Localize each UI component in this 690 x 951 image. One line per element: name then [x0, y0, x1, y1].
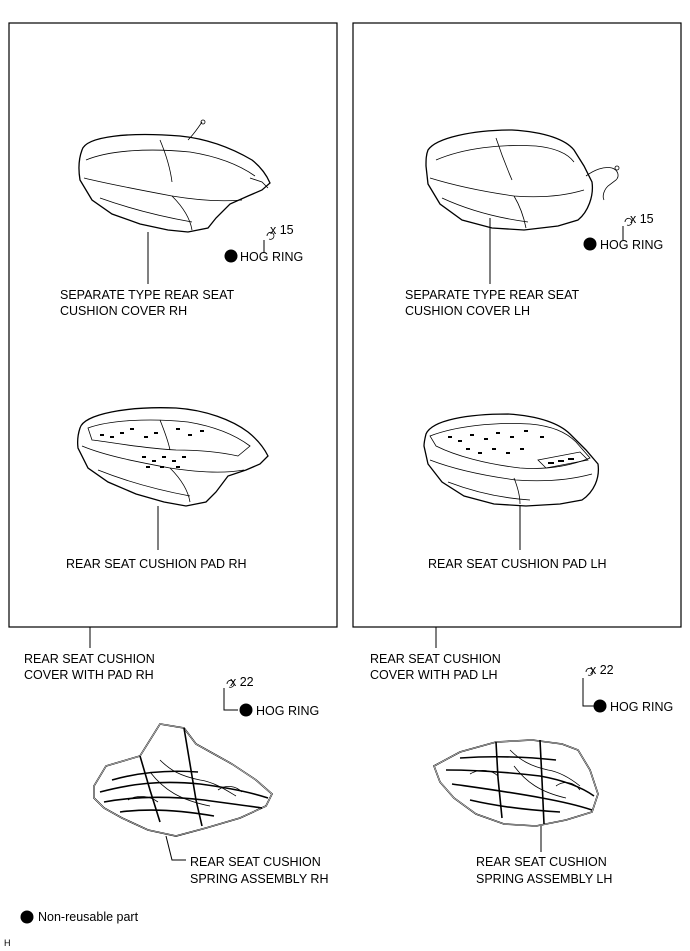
- hog-ring-lower-rh: x 22 HOG RING: [223, 675, 319, 718]
- label-cover-rh-line2: CUSHION COVER RH: [60, 304, 187, 318]
- seat-cushion-pad-lh-illustration: [423, 413, 600, 507]
- label-cover-rh-line1: SEPARATE TYPE REAR SEAT: [60, 288, 234, 302]
- hog-ring-qty-upper-lh: x 15: [630, 212, 654, 226]
- hog-ring-lower-lh: x 22 HOG RING: [582, 663, 673, 714]
- hog-ring-icon: [266, 231, 275, 240]
- spring-assembly-lh-illustration: [433, 739, 599, 827]
- non-reusable-marker-icon: [239, 703, 253, 717]
- hog-ring-qty-lower-rh: x 22: [230, 675, 254, 689]
- label-cover-pad-rh-line1: REAR SEAT CUSHION: [24, 652, 155, 666]
- label-cover-pad-rh-line2: COVER WITH PAD RH: [24, 668, 154, 682]
- label-spring-rh-line2: SPRING ASSEMBLY RH: [190, 872, 328, 886]
- label-cover-pad-lh-line2: COVER WITH PAD LH: [370, 668, 498, 682]
- hog-ring-upper-lh: x 15 HOG RING: [583, 212, 663, 252]
- label-spring-rh-line1: REAR SEAT CUSHION: [190, 855, 321, 869]
- hog-ring-icon: [624, 217, 633, 226]
- label-pad-lh: REAR SEAT CUSHION PAD LH: [428, 557, 607, 571]
- hog-ring-label-lower-lh: HOG RING: [610, 700, 673, 714]
- non-reusable-marker-icon: [224, 249, 238, 263]
- spring-assembly-rh-illustration: [93, 723, 273, 837]
- label-cover-pad-lh-line1: REAR SEAT CUSHION: [370, 652, 501, 666]
- label-spring-lh-line1: REAR SEAT CUSHION: [476, 855, 607, 869]
- legend-non-reusable-icon: [20, 910, 34, 924]
- corner-mark: H: [4, 938, 11, 948]
- legend-non-reusable-label: Non-reusable part: [38, 910, 139, 924]
- hog-ring-qty-upper-rh: x 15: [270, 223, 294, 237]
- non-reusable-marker-icon: [583, 237, 597, 251]
- non-reusable-marker-icon: [593, 699, 607, 713]
- label-spring-lh-line2: SPRING ASSEMBLY LH: [476, 872, 612, 886]
- seat-cushion-cover-lh-illustration: [425, 129, 620, 231]
- hog-ring-label-upper-rh: HOG RING: [240, 250, 303, 264]
- hog-ring-icon: [226, 679, 235, 688]
- leader-spring-rh: [165, 835, 186, 861]
- hog-ring-qty-lower-lh: x 22: [590, 663, 614, 677]
- group-box-lh: [352, 22, 682, 628]
- group-box-rh: [8, 22, 338, 628]
- hog-ring-icon: [585, 667, 594, 676]
- label-cover-lh-line2: CUSHION COVER LH: [405, 304, 530, 318]
- hog-ring-upper-rh: x 15 HOG RING: [224, 223, 303, 264]
- label-pad-rh: REAR SEAT CUSHION PAD RH: [66, 557, 247, 571]
- label-cover-lh-line1: SEPARATE TYPE REAR SEAT: [405, 288, 579, 302]
- seat-cushion-cover-rh-illustration: [78, 119, 271, 233]
- hog-ring-label-lower-rh: HOG RING: [256, 704, 319, 718]
- seat-cushion-pad-rh-illustration: [76, 407, 269, 507]
- hog-ring-label-upper-lh: HOG RING: [600, 238, 663, 252]
